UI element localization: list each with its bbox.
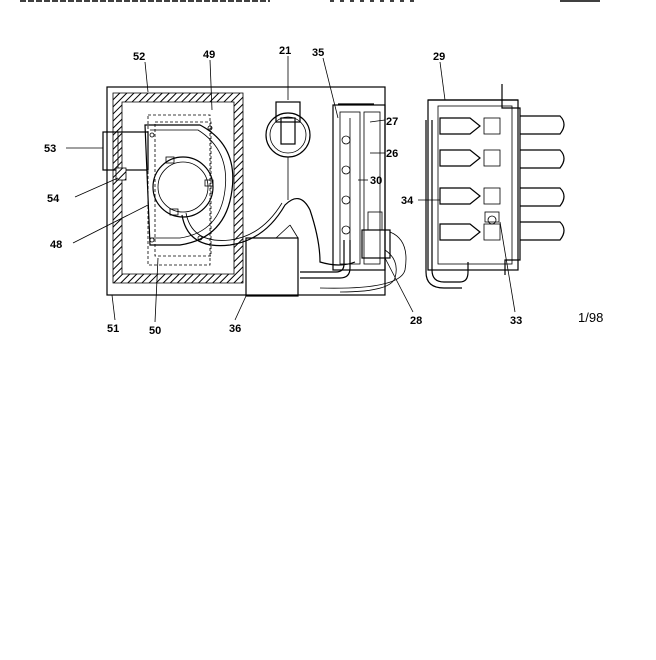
control-box <box>245 224 299 297</box>
label-53: 53 <box>44 143 56 155</box>
burner-side-view <box>425 84 565 289</box>
label-48: 48 <box>50 239 62 251</box>
blower-housing <box>144 114 234 266</box>
label-29: 29 <box>433 51 445 63</box>
gas-pipe <box>300 240 351 279</box>
burner-manifold-assembly <box>332 103 386 271</box>
gasket-strip <box>115 167 127 181</box>
exhaust-tubes <box>520 115 565 241</box>
label-36: 36 <box>229 323 241 335</box>
label-52: 52 <box>133 51 145 63</box>
label-33: 33 <box>510 315 522 327</box>
label-34: 34 <box>401 195 414 207</box>
pressure-tubing <box>181 198 356 266</box>
label-50: 50 <box>149 325 161 337</box>
date-code: 1/98 <box>578 310 603 325</box>
side-bracket <box>102 131 149 171</box>
burner-tubes <box>439 117 501 241</box>
label-49: 49 <box>203 49 215 61</box>
label-28: 28 <box>410 315 422 327</box>
label-30: 30 <box>370 175 382 187</box>
label-21: 21 <box>279 45 291 57</box>
pressure-switch <box>265 101 311 200</box>
label-54: 54 <box>47 193 60 205</box>
label-51: 51 <box>107 323 119 335</box>
label-27: 27 <box>386 116 398 128</box>
part-labels: 52 49 21 35 27 26 30 53 54 48 51 50 36 2… <box>44 45 522 337</box>
leader-lines <box>66 56 516 323</box>
label-26: 26 <box>386 148 398 160</box>
label-35: 35 <box>312 47 324 59</box>
